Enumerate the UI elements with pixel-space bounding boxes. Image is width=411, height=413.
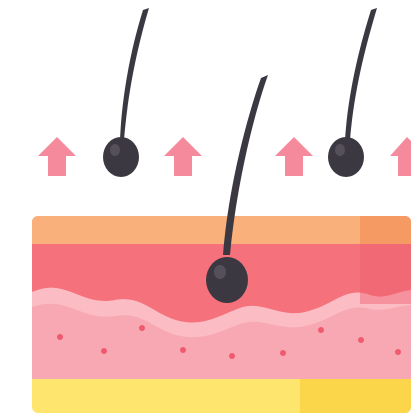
- up-arrow-icon: [38, 137, 76, 176]
- hair-bulb-highlight: [110, 144, 120, 156]
- skin-top-layer: [32, 216, 411, 244]
- dermis-dot: [395, 349, 401, 355]
- hair-bulb-highlight: [214, 265, 226, 279]
- hair-bulb: [328, 137, 364, 177]
- hair-shaft: [345, 8, 377, 140]
- hair-strand-icon: [328, 8, 377, 177]
- skin-top-shade: [360, 216, 411, 244]
- dermis-dot: [318, 327, 324, 333]
- dermis-dot: [358, 337, 364, 343]
- hair-bulb: [103, 137, 139, 177]
- skin-layer-icon: [32, 216, 411, 413]
- epidermis-shade: [360, 244, 411, 304]
- hair-shaft: [120, 8, 149, 140]
- dermis-dot: [280, 350, 286, 356]
- hair-strand-icon: [103, 8, 149, 177]
- dermis-dot: [57, 334, 63, 340]
- up-arrow-icon: [164, 137, 202, 176]
- hair-bulb: [206, 257, 248, 303]
- dermis-dot: [139, 325, 145, 331]
- dermis-dot: [180, 347, 186, 353]
- up-arrow-icon: [275, 137, 313, 176]
- hair-bulb-highlight: [335, 144, 345, 156]
- up-arrow-icon: [390, 137, 411, 176]
- dermis-dot: [229, 353, 235, 359]
- dermis-dot: [101, 348, 107, 354]
